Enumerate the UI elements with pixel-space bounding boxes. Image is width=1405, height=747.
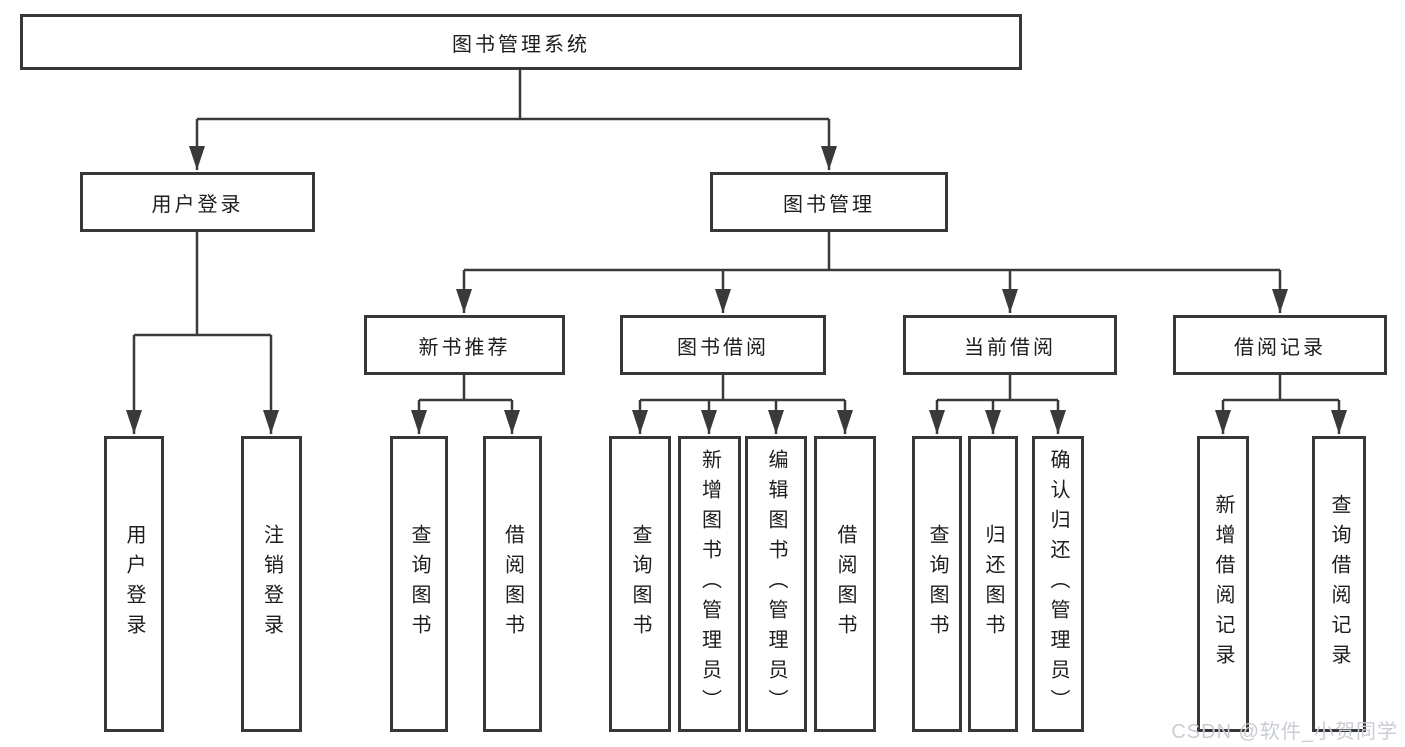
leaf-label: 查询图书 [629,524,651,644]
node-label: 当前借阅 [964,336,1056,359]
leaf-query-books-recommend: 查询图书 [390,436,448,732]
node-label: 新书推荐 [418,336,511,359]
leaf-borrow-books-borrowing: 借阅图书 [814,436,876,732]
leaf-label: 归还图书 [982,524,1004,644]
leaf-edit-book-admin: 编辑图书（管理员） [745,436,807,732]
leaf-query-books-current: 查询图书 [912,436,962,732]
leaf-label: 查询图书 [926,524,948,644]
leaf-borrow-books-recommend: 借阅图书 [483,436,542,732]
leaf-label: 编辑图书（管理员） [765,449,787,719]
node-label: 借阅记录 [1234,336,1326,359]
node-user-login: 用户登录 [80,172,315,232]
leaf-label: 借阅图书 [501,524,524,644]
leaf-logout-login: 注销登录 [241,436,302,732]
node-book-borrowing: 图书借阅 [620,315,826,375]
leaf-label: 注销登录 [260,524,283,644]
node-borrowing-records: 借阅记录 [1173,315,1387,375]
leaf-label: 查询借阅记录 [1328,494,1350,674]
leaf-label: 借阅图书 [834,524,856,644]
leaf-query-books-borrowing: 查询图书 [609,436,671,732]
node-library-management-system: 图书管理系统 [20,14,1022,70]
node-label: 图书管理系统 [452,33,590,56]
node-label: 图书借阅 [677,336,769,359]
leaf-confirm-return-admin: 确认归还（管理员） [1032,436,1084,732]
leaf-add-borrow-record: 新增借阅记录 [1197,436,1249,732]
leaf-query-borrow-record: 查询借阅记录 [1312,436,1366,732]
leaf-add-book-admin: 新增图书（管理员） [678,436,741,732]
leaf-label: 新增图书（管理员） [698,449,721,719]
leaf-label: 确认归还（管理员） [1047,449,1069,719]
leaf-return-books: 归还图书 [968,436,1018,732]
node-new-book-recommendation: 新书推荐 [364,315,565,375]
node-label: 用户登录 [151,193,244,216]
leaf-label: 新增借阅记录 [1212,494,1234,674]
leaf-label: 查询图书 [408,524,430,644]
watermark: CSDN @软件_小贺同学 [1171,721,1398,743]
node-current-borrowing: 当前借阅 [903,315,1117,375]
leaf-user-login: 用户登录 [104,436,164,732]
node-label: 图书管理 [783,193,875,216]
node-book-management: 图书管理 [710,172,948,232]
leaf-label: 用户登录 [123,524,145,644]
